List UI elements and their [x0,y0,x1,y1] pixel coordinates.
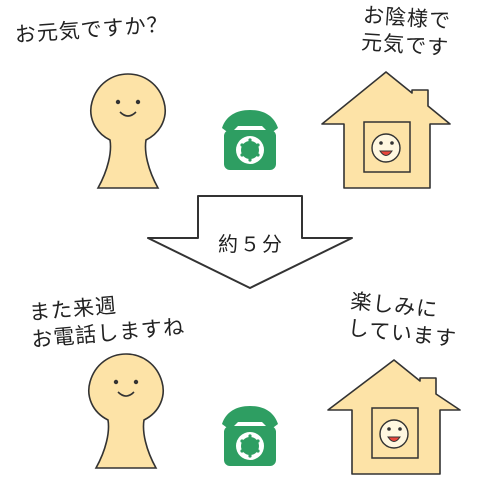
house-speech-top: お陰様で 元気です [360,2,452,61]
house-figure-bottom [327,359,461,475]
telephone-icon-bottom [222,406,278,466]
duration-label: 約５分 [218,232,284,256]
person-figure-bottom [88,353,164,469]
down-arrow-icon [147,195,353,289]
house-figure-top [321,71,451,189]
telephone-icon-top [222,110,278,170]
house-speech-bottom: 楽しみに しています [346,288,458,352]
person-figure-top [90,73,166,189]
